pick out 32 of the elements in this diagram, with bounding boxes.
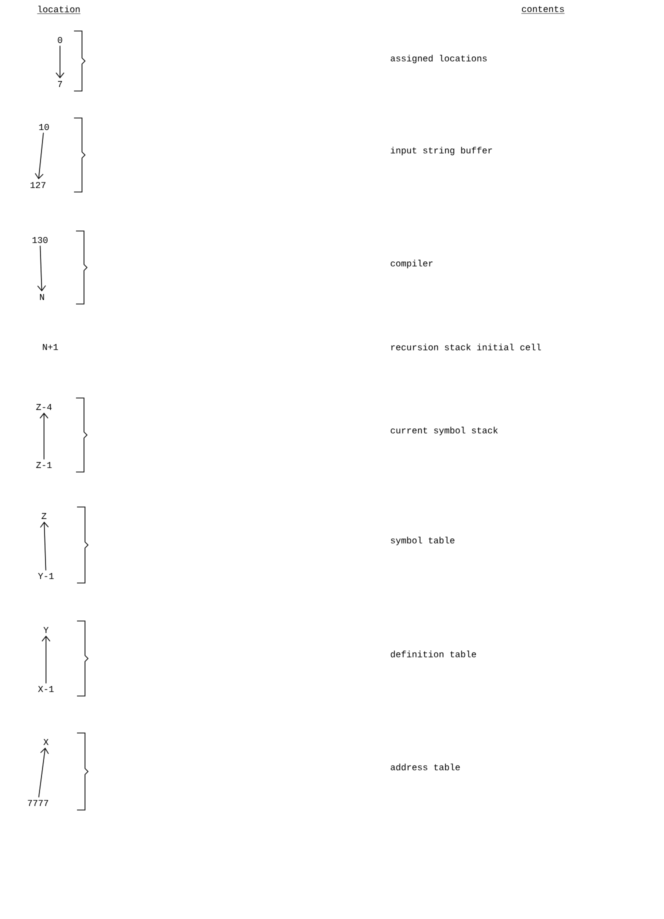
- contents-text: compiler: [390, 260, 433, 268]
- contents-text: address table: [390, 764, 460, 770]
- contents-text: symbol table: [390, 536, 454, 546]
- location-value: X: [43, 739, 49, 745]
- location-value: 10: [39, 124, 49, 130]
- location-value: Z-4: [36, 404, 52, 410]
- location-value: Y-1: [38, 573, 54, 579]
- arrow: [40, 412, 48, 460]
- contents-text: current symbol stack: [390, 426, 498, 436]
- contents-text: assigned locations: [390, 54, 487, 64]
- location-value: Z-1: [36, 462, 52, 468]
- location-value: 130: [32, 236, 48, 244]
- arrow: [56, 45, 64, 78]
- location-value: 7777: [28, 800, 48, 806]
- location-value: Z: [42, 513, 46, 519]
- contents-text: recursion stack initial cell: [391, 344, 541, 350]
- arrow: [34, 132, 44, 180]
- location-value: 0: [58, 36, 62, 44]
- location-value: Y: [43, 627, 49, 633]
- location-value: 7: [58, 81, 62, 87]
- column-header: contents: [521, 6, 565, 14]
- location-value: N: [40, 294, 44, 300]
- location-value: N+1: [42, 344, 58, 350]
- contents-text: input string buffer: [390, 146, 492, 156]
- arrow: [37, 245, 46, 292]
- location-value: 127: [30, 182, 46, 188]
- column-header: location: [37, 6, 81, 14]
- contents-text: definition table: [390, 650, 476, 658]
- arrow: [38, 748, 49, 798]
- arrow: [40, 522, 49, 571]
- location-value: X-1: [38, 686, 54, 692]
- arrow: [42, 636, 50, 684]
